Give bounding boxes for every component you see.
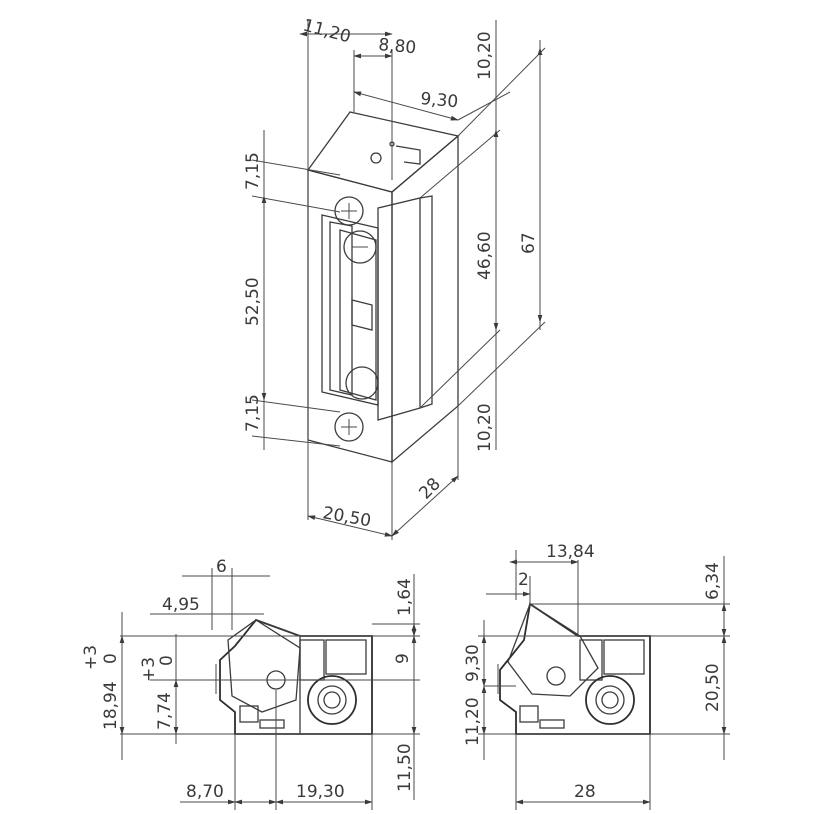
front-view	[251, 20, 546, 540]
dim-8-70: 8,70	[186, 782, 224, 802]
dim-7-15-bottom: 7,15	[243, 394, 263, 432]
dim-20-50-front: 20,50	[321, 503, 372, 531]
dim-11-20: 11,20	[301, 16, 353, 48]
dim-19-30: 19,30	[296, 782, 345, 802]
dim-10-20-top: 10,20	[475, 31, 495, 80]
dim-13-84: 13,84	[546, 542, 595, 562]
dim-8-80: 8,80	[378, 35, 417, 58]
dim-zero-a: 0	[101, 653, 121, 664]
dim-20-50-right: 20,50	[703, 663, 723, 712]
dim-11-50: 11,50	[395, 743, 415, 792]
dim-28-right: 28	[574, 782, 596, 802]
screw-bottom	[334, 412, 364, 442]
dim-7-74: 7,74	[155, 692, 175, 730]
dim-plus3-b: +3	[139, 657, 159, 682]
dim-18-94: 18,94	[101, 681, 121, 730]
dim-6-34: 6,34	[703, 562, 723, 600]
dim-1-64: 1,64	[395, 578, 415, 616]
dim-9-30: 9,30	[420, 89, 459, 112]
side-view-left	[119, 568, 420, 810]
latch-roller-top	[343, 230, 377, 264]
dim-6: 6	[216, 557, 227, 577]
side-view-right	[478, 550, 730, 810]
dim-zero-b: 0	[157, 655, 177, 666]
dim-9-30-right: 9,30	[463, 644, 483, 682]
dim-46-60: 46,60	[475, 231, 495, 280]
dim-10-20-bottom: 10,20	[475, 403, 495, 452]
dim-52-50: 52,50	[243, 277, 263, 326]
dim-28-front: 28	[415, 474, 444, 503]
latch-roller-bottom	[345, 366, 379, 400]
strike-body	[306, 111, 460, 464]
dim-9: 9	[393, 653, 413, 664]
dim-67: 67	[519, 232, 539, 254]
dim-plus3-a: +3	[81, 645, 101, 670]
dim-7-15-top: 7,15	[243, 152, 263, 190]
dim-4-95: 4,95	[162, 595, 200, 615]
dim-2: 2	[518, 570, 529, 590]
dim-11-20-right: 11,20	[463, 697, 483, 746]
